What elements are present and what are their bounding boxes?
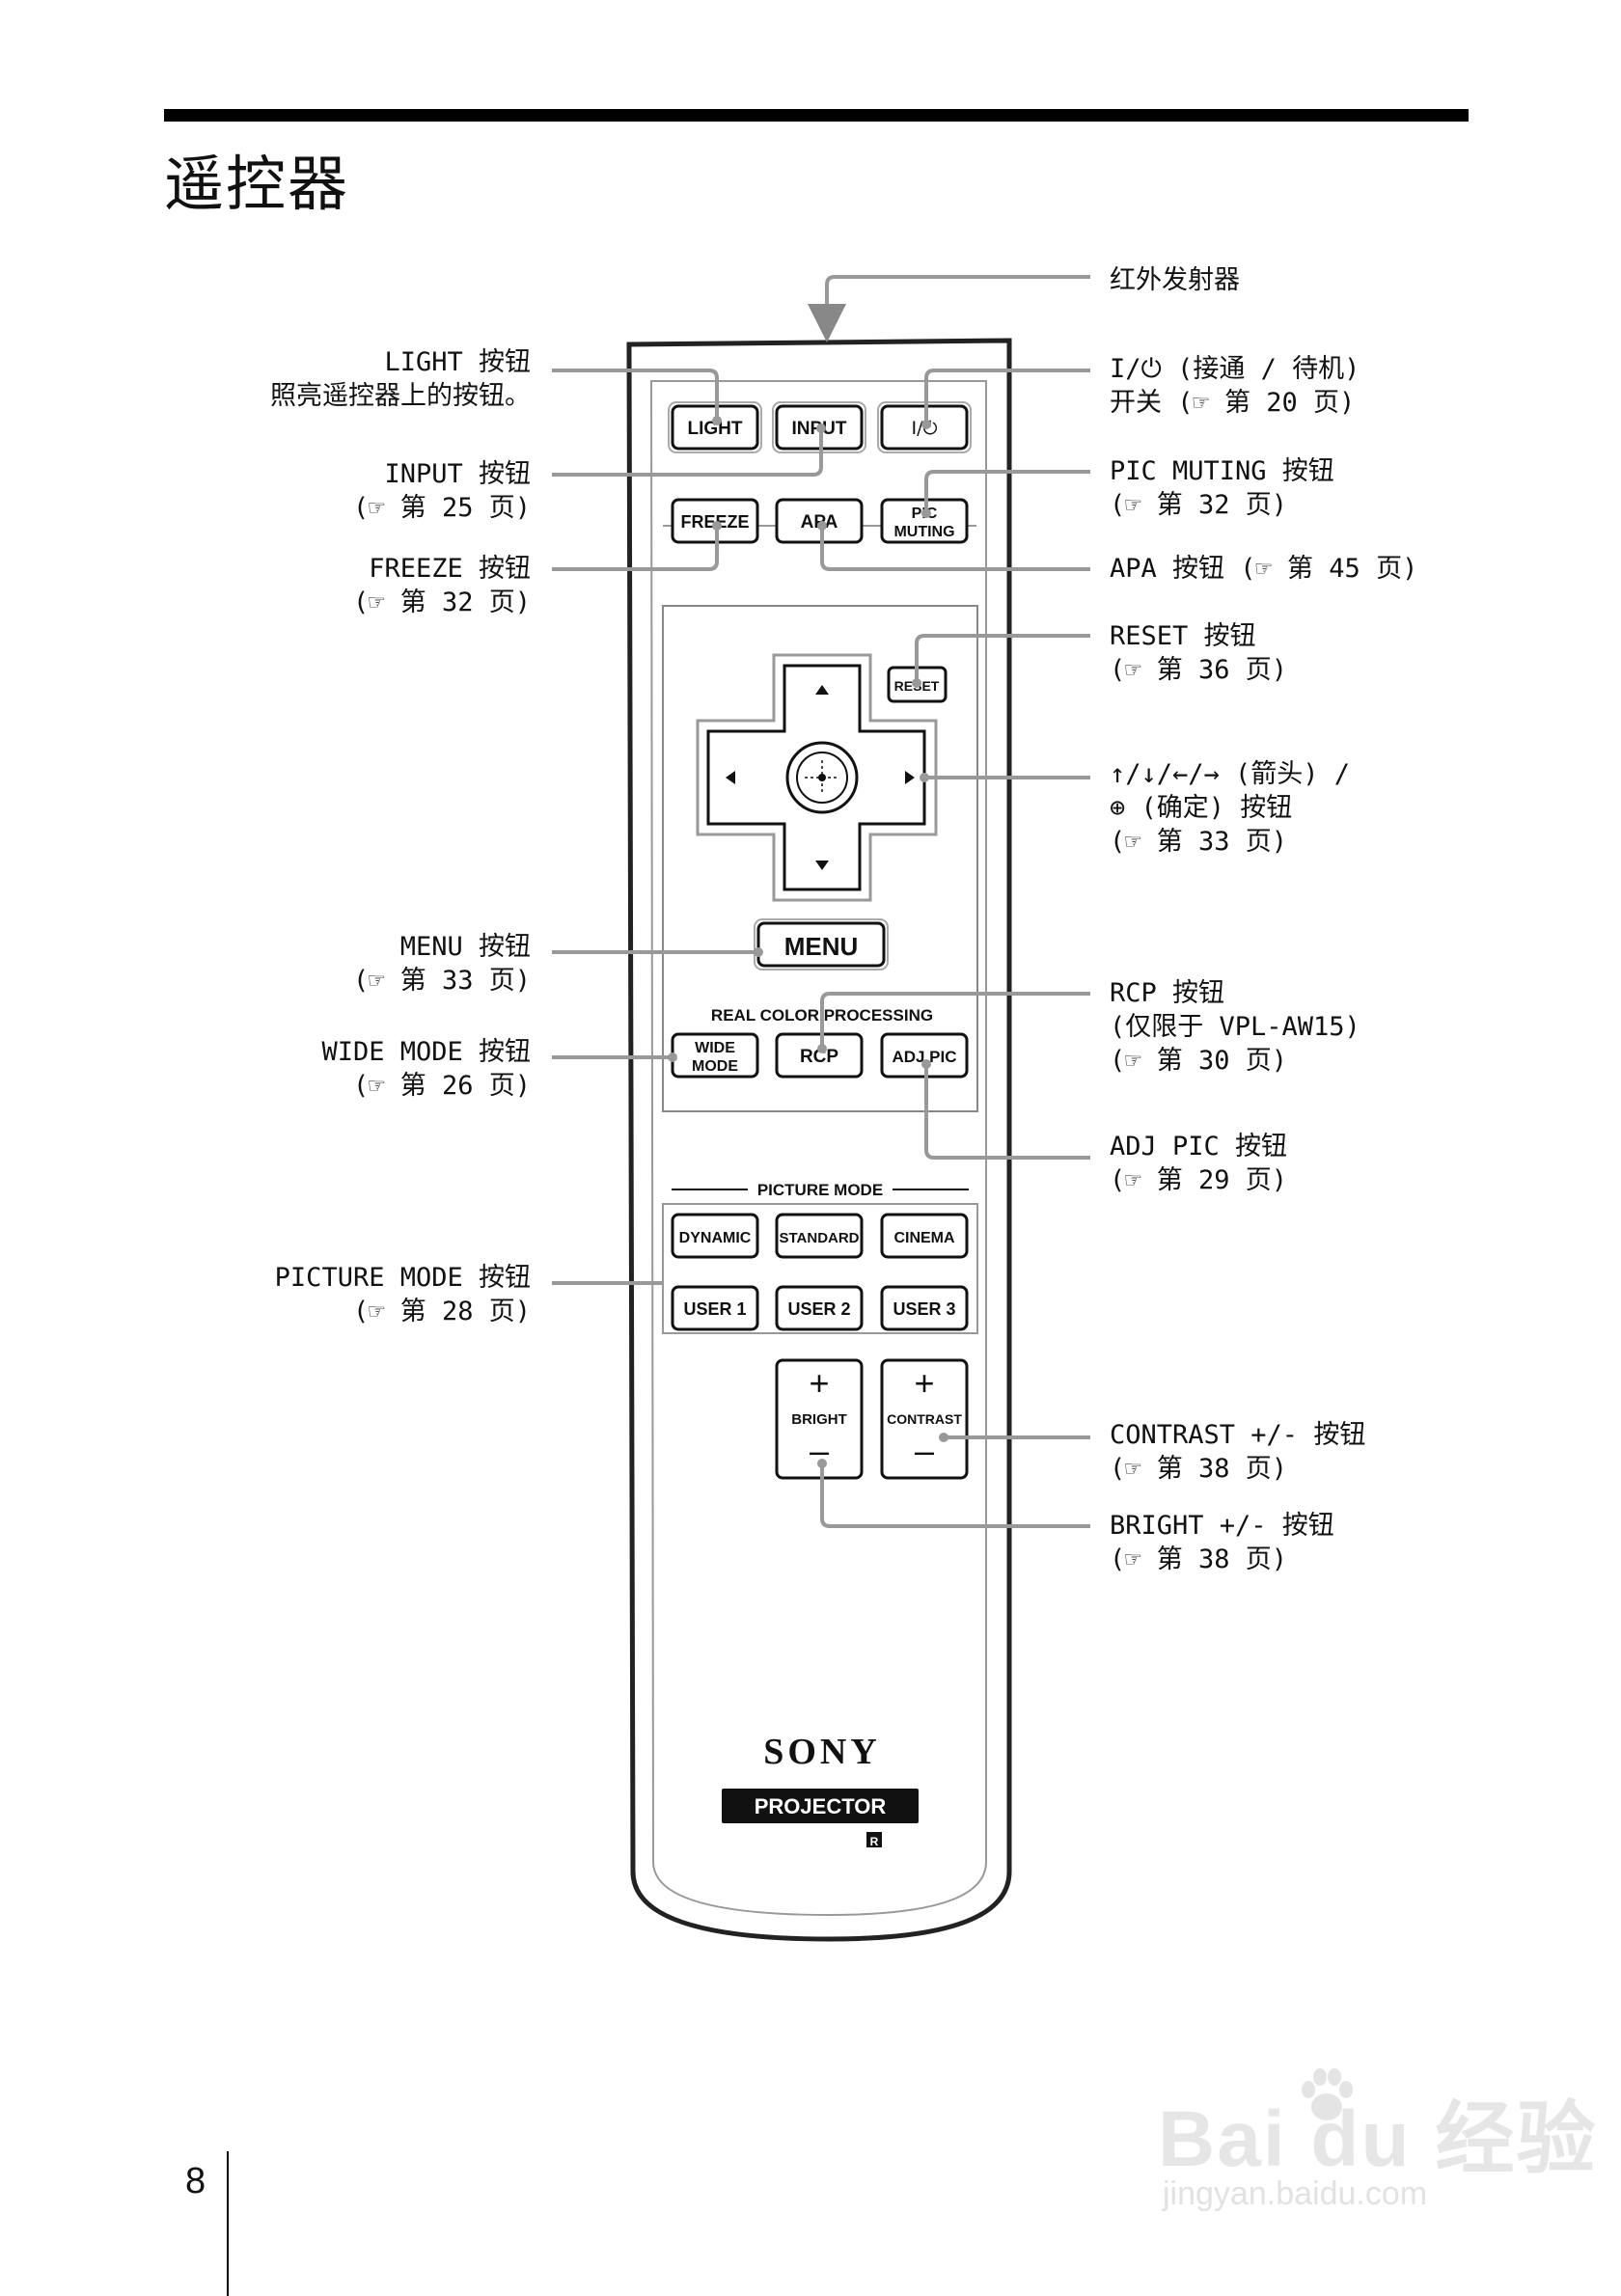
bright-plus: + [809,1363,829,1403]
menu-label: MENU [784,932,859,961]
contrast-rocker[interactable]: + CONTRAST – [880,1358,969,1480]
user3-button[interactable]: USER 3 [880,1285,969,1331]
reset-callout: RESET 按钮 (☞ 第 36 页) [1110,619,1287,687]
page-title: 遥控器 [164,149,350,219]
projector-label: PROJECTOR [755,1794,887,1818]
wide-mode-callout-line1: WIDE MODE 按钮 [321,1037,531,1067]
arrow-up-icon [815,685,829,695]
cinema-label: CINEMA [893,1230,955,1246]
user2-button[interactable]: USER 2 [775,1285,864,1331]
pic-muting-label-2: MUTING [893,524,954,540]
picture-mode-group [662,1203,978,1334]
contrast-callout-line2: (☞ 第 38 页) [1110,1454,1288,1484]
apa-callout: APA 按钮 (☞ 第 45 页) [1110,552,1417,586]
pic-muting-callout-line1: PIC MUTING 按钮 [1110,456,1334,486]
contrast-label: CONTRAST [887,1411,962,1427]
dynamic-label: DYNAMIC [679,1230,752,1246]
contrast-callout-line1: CONTRAST +/- 按钮 [1110,1420,1366,1450]
light-callout: LIGHT 按钮 照亮遥控器上的按钮。 [270,345,531,413]
rcp-callout-line3: (☞ 第 30 页) [1110,1046,1288,1076]
user2-label: USER 2 [787,1299,850,1319]
watermark-url: jingyan.baidu.com [1163,2175,1428,2212]
freeze-callout: FREEZE 按钮 (☞ 第 32 页) [353,552,531,619]
sony-logo: SONY [763,1732,881,1772]
adj-pic-callout-line2: (☞ 第 29 页) [1110,1165,1288,1195]
baidu-paw-icon [1302,2068,1353,2120]
dynamic-button[interactable]: DYNAMIC [671,1213,759,1259]
arrows-callout-line1: ↑/↓/←/→ (箭头) / [1110,759,1351,789]
input-callout-line2: (☞ 第 25 页) [352,493,531,523]
input-callout-line1: INPUT 按钮 [384,459,531,489]
watermark-brand: Bai du 经验 [1158,2095,1598,2183]
bright-label: BRIGHT [791,1411,847,1428]
pic-muting-callout: PIC MUTING 按钮 (☞ 第 32 页) [1110,454,1334,522]
input-callout: INPUT 按钮 (☞ 第 25 页) [353,457,531,525]
adj-pic-callout: ADJ PIC 按钮 (☞ 第 29 页) [1110,1130,1287,1197]
rcp-callout-line1: RCP 按钮 [1110,978,1225,1008]
light-label: LIGHT [688,419,743,439]
apa-callout-line1: APA 按钮 (☞ 第 45 页) [1110,554,1418,584]
wide-mode-label-2: MODE [692,1058,738,1075]
reset-callout-line2: (☞ 第 36 页) [1110,655,1288,685]
menu-button[interactable]: MENU [754,918,889,970]
ir-mark-letter: R [870,1835,879,1848]
wide-mode-button[interactable]: WIDE MODE [671,1032,759,1079]
arrow-down-icon [815,861,829,870]
adj-pic-label: ADJ PIC [892,1048,956,1066]
ir-callout-line1: 红外发射器 [1110,265,1240,295]
power-callout-line2: 开关 (☞ 第 20 页) [1110,388,1356,418]
light-callout-line1: LIGHT 按钮 [384,347,531,377]
picture-mode-header: PICTURE MODE [757,1181,883,1199]
rcp-label: RCP [800,1047,838,1067]
freeze-callout-line1: FREEZE 按钮 [369,554,531,584]
rcp-callout: RCP 按钮 (仅限于 VPL-AW15) (☞ 第 30 页) [1110,976,1360,1078]
light-callout-line2: 照亮遥控器上的按钮。 [270,381,531,411]
wide-mode-callout: WIDE MODE 按钮 (☞ 第 26 页) [321,1035,531,1103]
pic-muting-callout-line2: (☞ 第 32 页) [1110,490,1288,520]
user3-label: USER 3 [893,1299,955,1319]
page-number-divider [227,2151,229,2296]
freeze-callout-line2: (☞ 第 32 页) [352,588,531,617]
cinema-button[interactable]: CINEMA [880,1213,969,1259]
rcp-button[interactable]: RCP [775,1032,864,1079]
standard-button[interactable]: STANDARD [775,1213,864,1259]
picture-mode-callout-line2: (☞ 第 28 页) [352,1297,531,1326]
bright-callout-line1: BRIGHT +/- 按钮 [1110,1511,1334,1541]
adj-pic-callout-line1: ADJ PIC 按钮 [1110,1132,1288,1162]
user1-label: USER 1 [683,1299,746,1319]
menu-callout: MENU 按钮 (☞ 第 33 页) [353,930,531,998]
top-rule [164,109,1469,122]
arrow-right-icon [905,771,915,784]
picture-mode-callout-line1: PICTURE MODE 按钮 [274,1263,531,1293]
contrast-minus: – [915,1431,934,1470]
bright-callout-line2: (☞ 第 38 页) [1110,1544,1288,1574]
rcp-callout-line2: (仅限于 VPL-AW15) [1110,1012,1360,1042]
bright-callout: BRIGHT +/- 按钮 (☞ 第 38 页) [1110,1509,1334,1576]
arrows-callout-line2: ⊕ (确定) 按钮 [1110,793,1293,823]
contrast-plus: + [914,1363,934,1403]
page-number: 8 [185,2161,206,2201]
wide-mode-label-1: WIDE [695,1040,735,1056]
user1-button[interactable]: USER 1 [671,1285,759,1331]
picture-mode-callout: PICTURE MODE 按钮 (☞ 第 28 页) [275,1261,531,1328]
menu-callout-line2: (☞ 第 33 页) [352,966,531,996]
power-callout: I/⏻ (接通 / 待机) 开关 (☞ 第 20 页) [1110,352,1360,420]
arrow-left-icon [726,771,735,784]
arrows-callout-line3: (☞ 第 33 页) [1110,827,1288,857]
reset-callout-line1: RESET 按钮 [1110,621,1256,651]
reset-button[interactable]: RESET [887,666,948,703]
ir-callout: 红外发射器 [1110,263,1240,297]
standard-label: STANDARD [779,1230,859,1246]
apa-button[interactable]: APA [775,498,864,544]
arrows-callout: ↑/↓/←/→ (箭头) / ⊕ (确定) 按钮 (☞ 第 33 页) [1110,757,1350,859]
power-callout-line1: I/⏻ (接通 / 待机) [1110,354,1360,384]
contrast-callout: CONTRAST +/- 按钮 (☞ 第 38 页) [1110,1418,1365,1486]
ir-mark [866,1832,882,1847]
wide-mode-callout-line2: (☞ 第 26 页) [352,1071,531,1101]
menu-callout-line1: MENU 按钮 [399,932,531,962]
d-pad[interactable] [696,653,938,902]
projector-badge [722,1789,919,1823]
